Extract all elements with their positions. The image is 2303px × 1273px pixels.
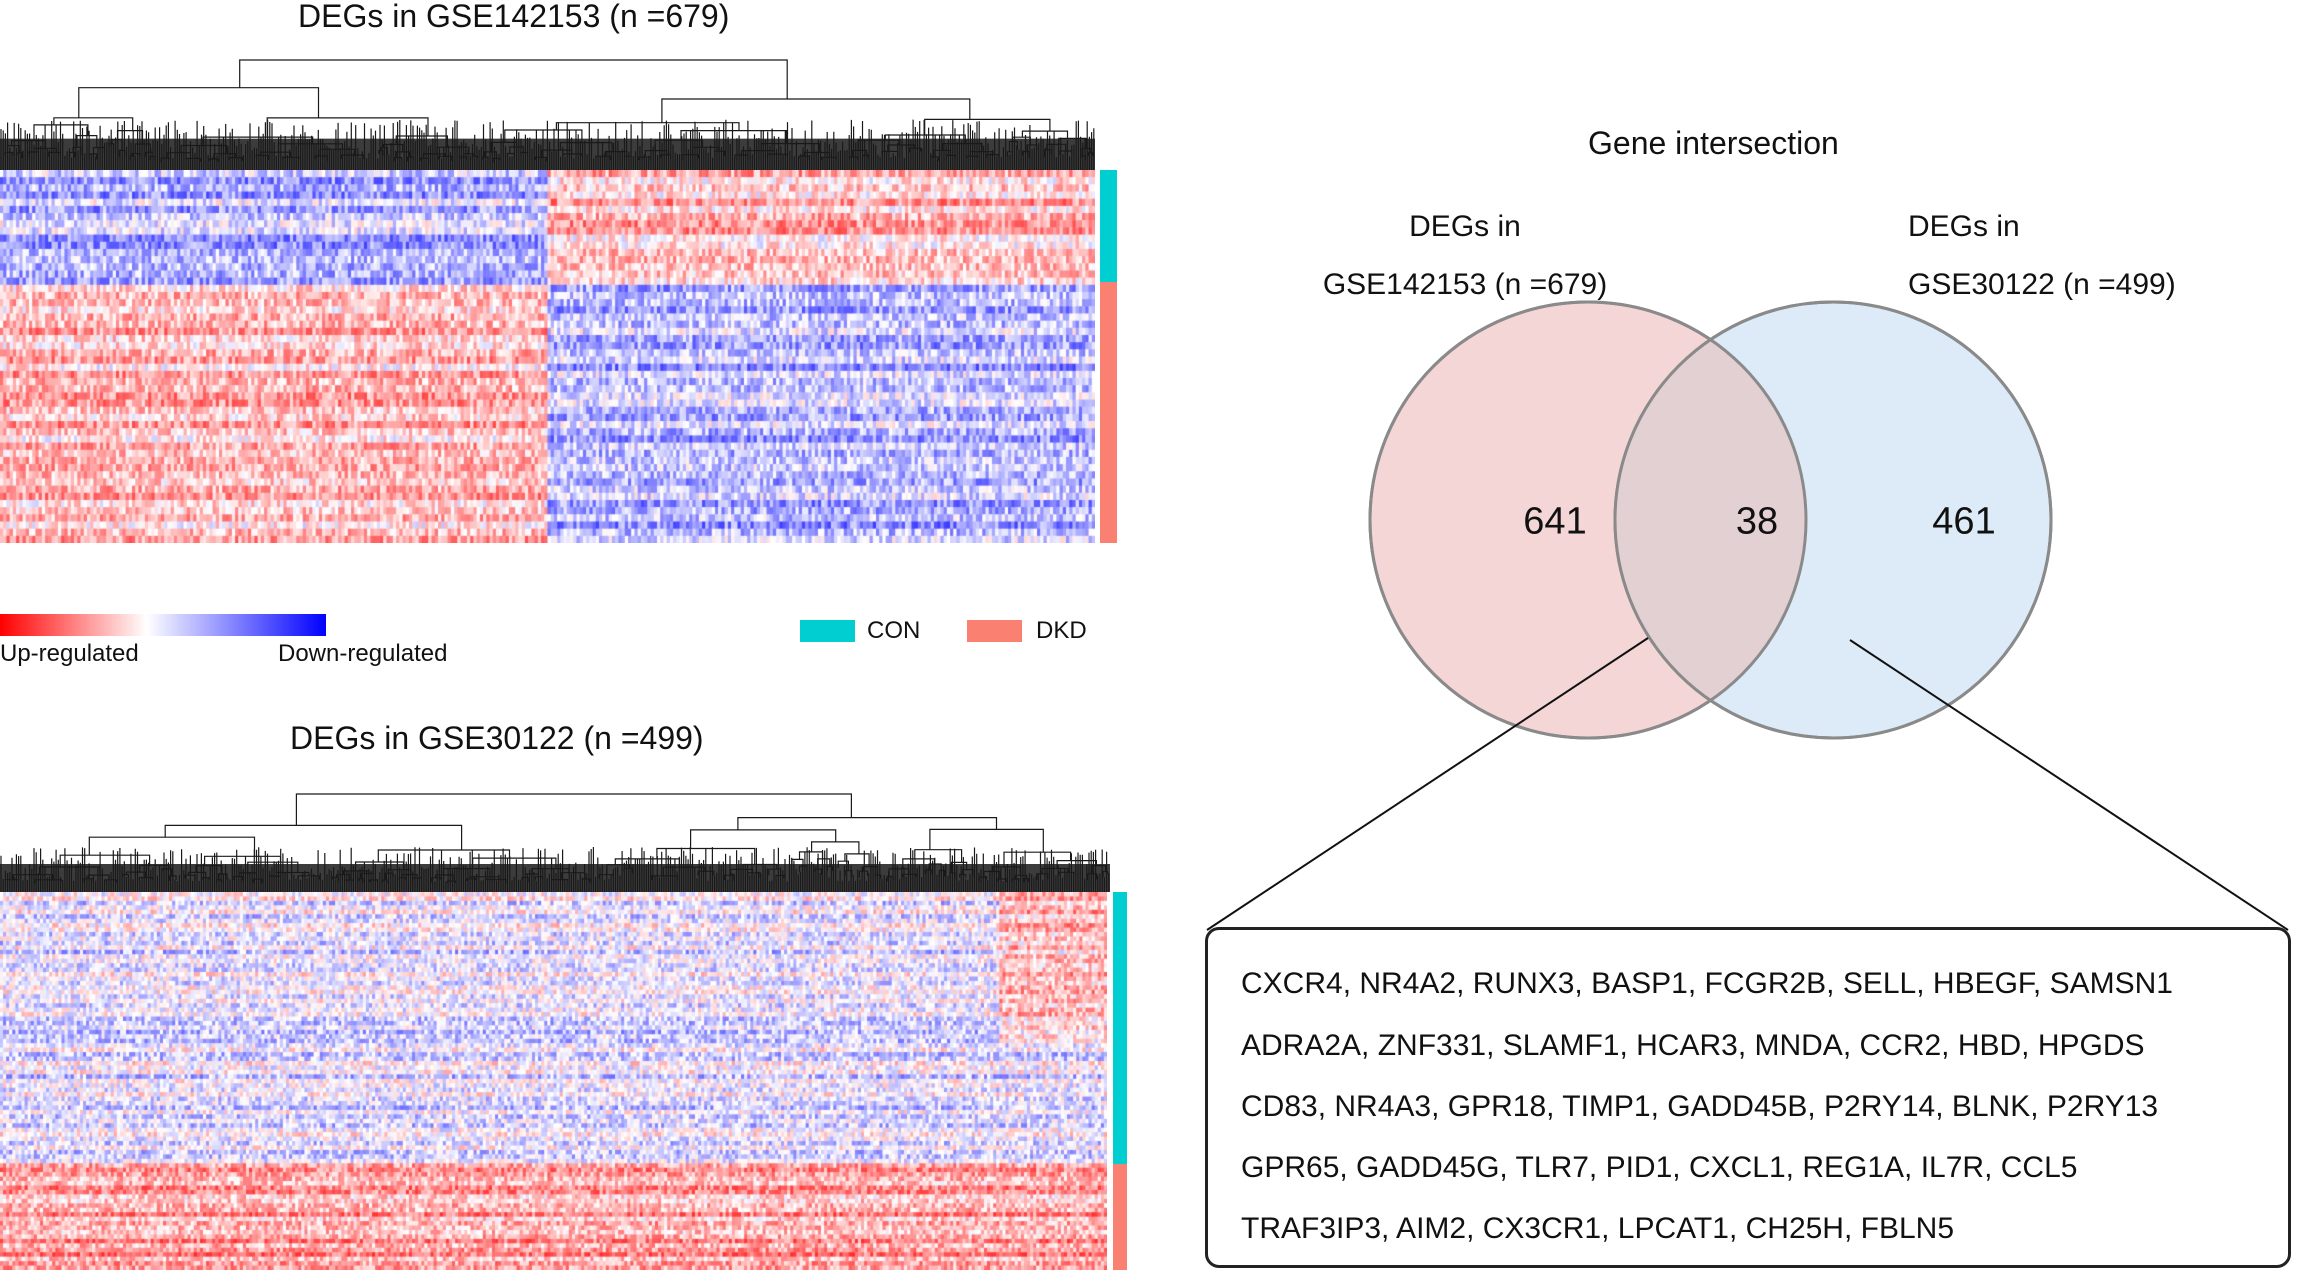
venn-left-label-line2: GSE142153 (n =679)	[1322, 268, 1608, 301]
heatmap1-grid	[0, 170, 1095, 543]
dendrogram-leaf-band	[0, 864, 1110, 892]
venn-right-label-line2: GSE30122 (n =499)	[1908, 268, 2176, 301]
con-legend-swatch	[800, 620, 855, 642]
venn-right-label: DEGs in GSE30122 (n =499)	[1908, 198, 2176, 314]
venn-overlap-region	[1615, 302, 1806, 738]
gene-list-line: GPR65, GADD45G, TLR7, PID1, CXCL1, REG1A…	[1241, 1151, 2078, 1184]
heatmap1-dendrogram	[0, 59, 1095, 170]
callout-line-right	[1849, 639, 2289, 931]
heatmap2-dendrogram	[0, 793, 1110, 892]
heatmap2-con-annotation-bar	[1113, 892, 1127, 1164]
heatmap1-title: DEGs in GSE142153 (n =679)	[298, 0, 730, 34]
gene-list-line: CD83, NR4A3, GPR18, TIMP1, GADD45B, P2RY…	[1241, 1090, 2159, 1123]
heatmap2-grid	[0, 892, 1107, 1270]
dendrogram-leaf-band	[0, 138, 1095, 170]
heatmap1-con-annotation-bar	[1100, 170, 1117, 282]
venn-right-only-count: 461	[1932, 500, 1996, 543]
venn-right-outline	[1613, 300, 2053, 740]
venn-left-label-line1: DEGs in	[1409, 210, 1521, 243]
con-legend-label: CON	[867, 617, 921, 644]
venn-left-only-count: 641	[1523, 500, 1587, 543]
down-regulated-label: Down-regulated	[278, 640, 448, 667]
callout-line-left	[1206, 637, 1649, 931]
dkd-legend-label: DKD	[1036, 617, 1087, 644]
dkd-legend-swatch	[967, 620, 1022, 642]
venn-right-label-line1: DEGs in	[1908, 210, 2020, 243]
heatmap2-title: DEGs in GSE30122 (n =499)	[290, 720, 704, 756]
gene-list-line: ADRA2A, ZNF331, SLAMF1, HCAR3, MNDA, CCR…	[1241, 1029, 2145, 1062]
venn-title: Gene intersection	[1588, 125, 1839, 161]
gene-list-box: CXCR4, NR4A2, RUNX3, BASP1, FCGR2B, SELL…	[1205, 927, 2291, 1268]
up-regulated-label: Up-regulated	[0, 640, 139, 667]
heatmap1-dkd-annotation-bar	[1100, 282, 1117, 543]
venn-intersection-count: 38	[1735, 500, 1779, 543]
venn-left-label: DEGs in GSE142153 (n =679)	[1300, 198, 1630, 314]
venn-left-outline	[1368, 300, 1808, 740]
gene-list-line: CXCR4, NR4A2, RUNX3, BASP1, FCGR2B, SELL…	[1241, 967, 2173, 1000]
color-scale-bar	[0, 614, 326, 636]
heatmap2-dkd-annotation-bar	[1113, 1164, 1127, 1270]
gene-list-line: TRAF3IP3, AIM2, CX3CR1, LPCAT1, CH25H, F…	[1241, 1212, 1955, 1245]
